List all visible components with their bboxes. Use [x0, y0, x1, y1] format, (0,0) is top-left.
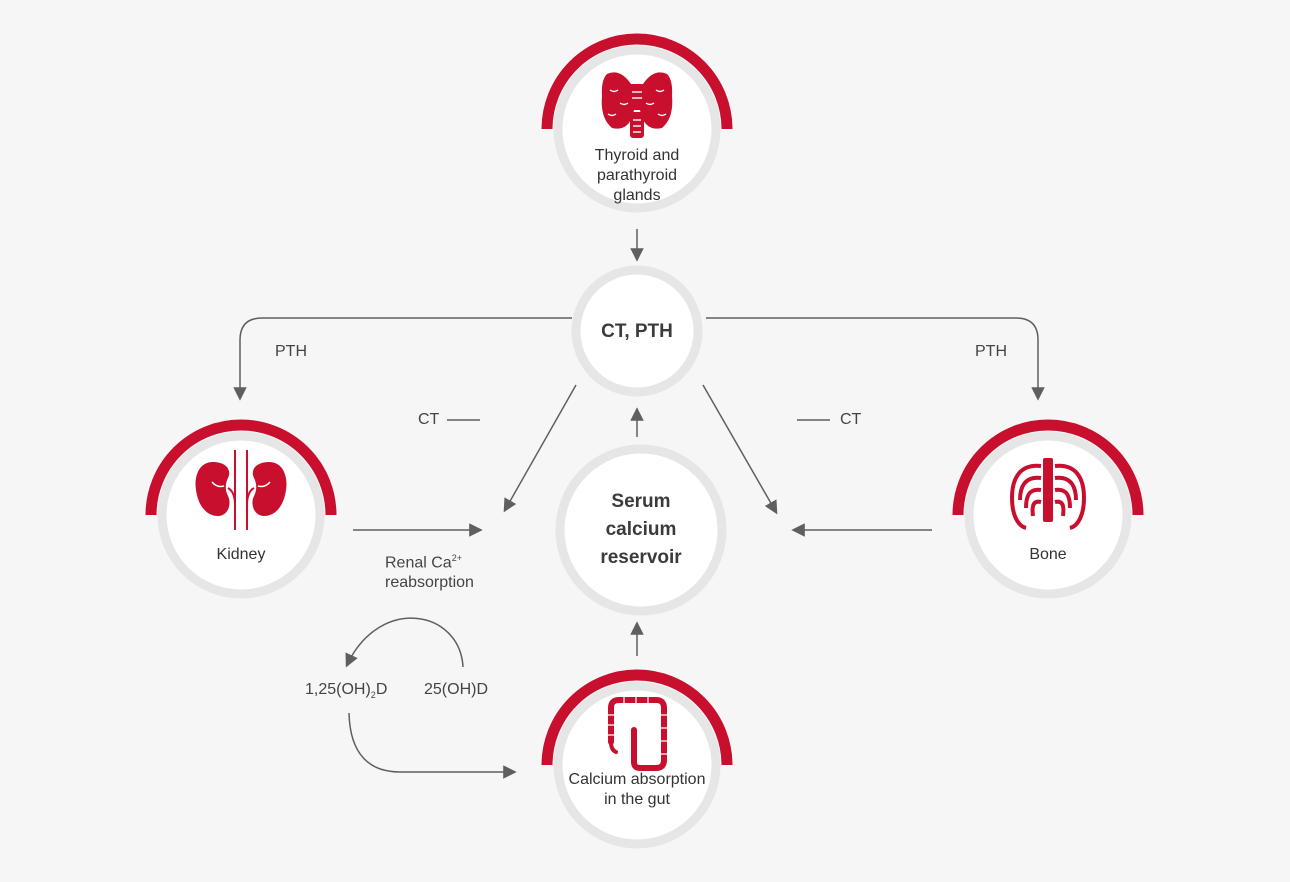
- serum-label-line-1: Serum: [611, 491, 671, 512]
- hormones-node: [571, 265, 703, 397]
- ribcage-icon: [1009, 458, 1087, 530]
- bone-label: Bone: [1029, 546, 1067, 563]
- pth-to-bone-arrow: [706, 317, 1045, 401]
- renal-reabsorption-label: Renal Ca2+ reabsorption: [385, 548, 474, 593]
- renal-ca-text: Renal Ca: [385, 554, 452, 572]
- gut-label: Calcium absorption in the gut: [557, 770, 717, 810]
- pth-to-kidney-arrow: [233, 317, 572, 401]
- serum-label: Serum calcium reservoir: [571, 488, 711, 572]
- thyroid-label: Thyroid and parathyroid glands: [577, 146, 697, 206]
- vitd-precursor-label: 25(OH)D: [424, 681, 489, 698]
- pth-right-label: PTH: [975, 343, 1007, 360]
- serum-label-line-3: reservoir: [600, 547, 682, 568]
- renal-reabsorption-line-1: Renal Ca2+: [385, 548, 474, 573]
- hormones-to-left-arrow: [503, 384, 577, 513]
- vitd-conversion-arc: [345, 617, 464, 668]
- vitd-active-suffix: D: [375, 681, 388, 698]
- serum-node: [555, 444, 727, 616]
- vitd-active-prefix: 1,25(OH): [305, 681, 371, 698]
- vitd-to-gut-arrow: [348, 712, 517, 779]
- kidney-node: [145, 419, 337, 599]
- gut-label-line-2: in the gut: [604, 791, 670, 808]
- thyroid-label-line-2: parathyroid: [596, 167, 678, 184]
- thyroid-icon: [601, 72, 673, 138]
- pth-left-label: PTH: [275, 343, 307, 360]
- vitd-active-label: 1,25(OH)2D: [305, 680, 387, 705]
- thyroid-label-line-3: glands: [613, 187, 661, 204]
- kidney-icon: [195, 450, 287, 530]
- thyroid-label-line-1: Thyroid and: [594, 147, 680, 164]
- renal-reabsorption-line-2: reabsorption: [385, 574, 474, 592]
- serum-label-line-2: calcium: [605, 519, 677, 540]
- gut-label-line-1: Calcium absorption: [568, 771, 706, 788]
- intestine-icon: [608, 697, 667, 771]
- ct-right-label: CT: [840, 411, 862, 428]
- hormones-label: CT, PTH: [601, 321, 673, 342]
- renal-ca-charge: 2+: [451, 553, 462, 563]
- ct-left-label: CT: [418, 411, 440, 428]
- vitd-active-subscript: 2: [370, 690, 376, 701]
- kidney-label: Kidney: [216, 546, 266, 563]
- hormones-to-right-arrow: [702, 384, 778, 515]
